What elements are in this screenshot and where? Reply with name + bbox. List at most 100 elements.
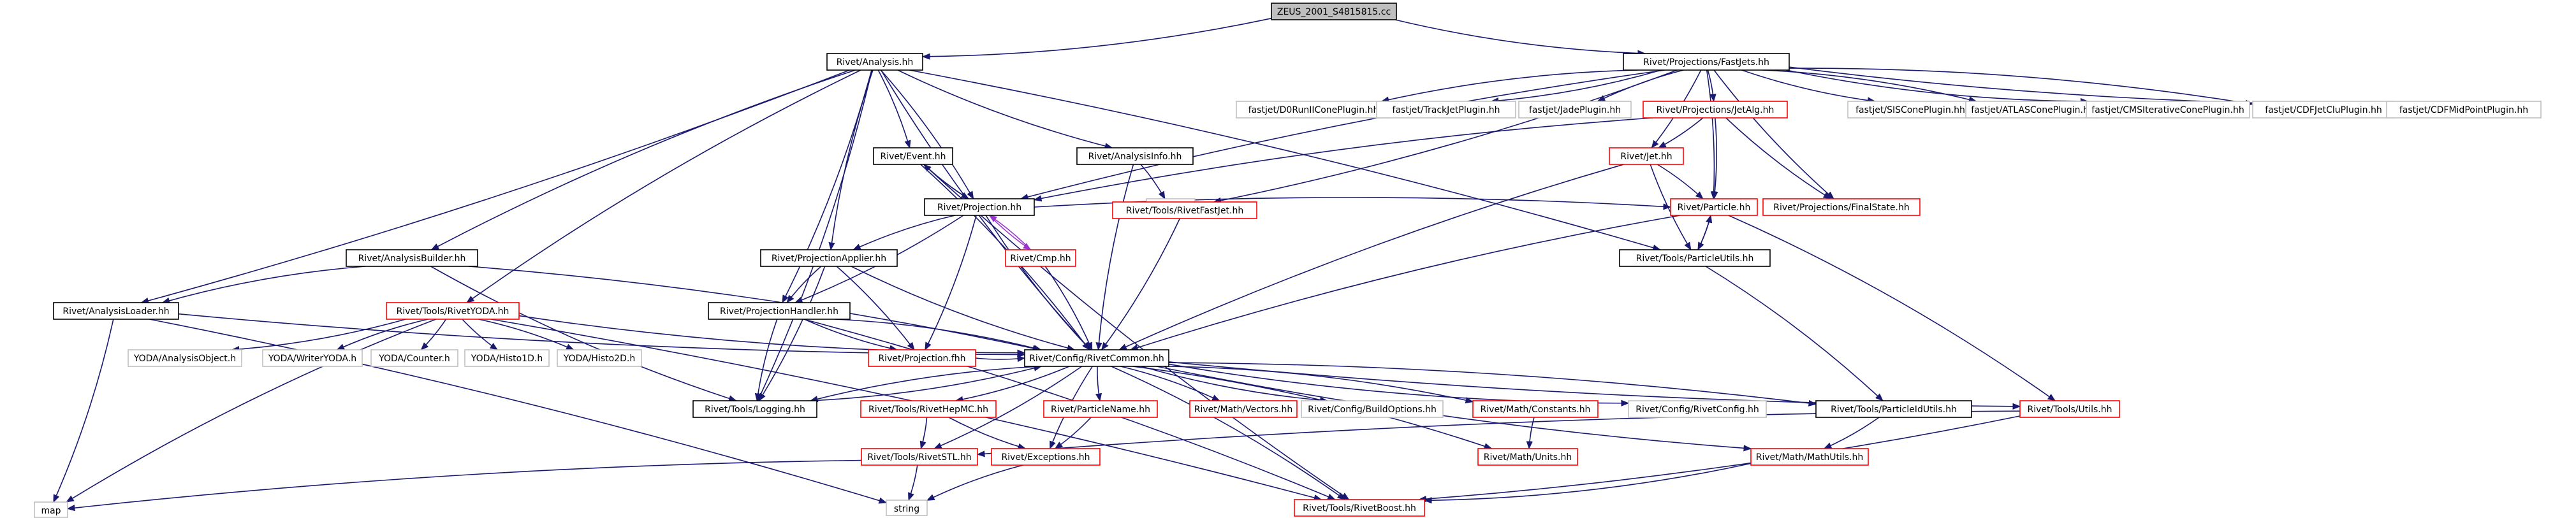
node-analysis[interactable]: Rivet/Analysis.hh (826, 53, 923, 71)
node-vectors[interactable]: Rivet/Math/Vectors.hh (1189, 400, 1298, 418)
edge-cmp-to-rivetcommon (1044, 266, 1093, 351)
node-cmp[interactable]: Rivet/Cmp.hh (1005, 249, 1076, 267)
node-label: Rivet/Analysis.hh (837, 57, 914, 68)
node-label: Rivet/Math/Vectors.hh (1194, 405, 1293, 415)
node-jade: fastjet/JadePlugin.hh (1518, 101, 1632, 119)
node-rivetcommon[interactable]: Rivet/Config/RivetCommon.hh (1024, 349, 1169, 367)
node-label: Rivet/AnalysisInfo.hh (1088, 152, 1182, 162)
edge-rivethepmc-to-rivetstl (919, 417, 928, 450)
node-mathutils[interactable]: Rivet/Math/MathUtils.hh (1750, 448, 1869, 466)
node-particleidutils[interactable]: Rivet/Tools/ParticleIdUtils.hh (1815, 400, 1972, 418)
node-jet[interactable]: Rivet/Jet.hh (1609, 147, 1684, 165)
node-box (1294, 499, 1425, 517)
node-rivetstl[interactable]: Rivet/Tools/RivetSTL.hh (861, 448, 978, 466)
node-logging[interactable]: Rivet/Tools/Logging.hh (692, 400, 817, 418)
node-label: Rivet/Projections/FastJets.hh (1643, 57, 1769, 68)
node-rivetconfig: Rivet/Config/RivetConfig.hh (1628, 400, 1767, 418)
edge-projhandler-to-logging (754, 319, 778, 402)
node-yodahisto2d: YODA/Histo2D.h (557, 349, 642, 367)
node-label: map (41, 506, 61, 516)
node-label: Rivet/ParticleName.hh (1051, 405, 1150, 415)
node-box (346, 249, 478, 267)
edge-particle-to-rivetcommon (1129, 215, 1681, 351)
node-mathunits[interactable]: Rivet/Math/Units.hh (1477, 448, 1578, 466)
edge-particleutils-to-particleidutils (1705, 266, 1884, 401)
node-particle[interactable]: Rivet/Particle.hh (1670, 198, 1758, 216)
node-label: Rivet/Tools/RivetHepMC.hh (868, 405, 988, 415)
node-rivethepmc[interactable]: Rivet/Tools/RivetHepMC.hh (860, 400, 997, 418)
edge-analysis-to-projapplier (828, 69, 874, 251)
edge-fastjets-to-trackjet (1490, 69, 1662, 104)
node-label: Rivet/Tools/Logging.hh (705, 405, 805, 415)
node-finalstate[interactable]: Rivet/Projections/FinalState.hh (1762, 198, 1921, 216)
node-exceptions[interactable]: Rivet/Exceptions.hh (991, 448, 1101, 466)
edge-rivetyoda-to-map (66, 319, 437, 503)
node-rivetboost[interactable]: Rivet/Tools/RivetBoost.hh (1294, 499, 1425, 517)
edge-jetalg-to-finalstate (1725, 117, 1832, 199)
node-fastjets[interactable]: Rivet/Projections/FastJets.hh (1623, 53, 1790, 71)
node-label: fastjet/JadePlugin.hh (1529, 105, 1621, 115)
node-analysisbuilder[interactable]: Rivet/AnalysisBuilder.hh (346, 249, 478, 267)
node-box (1619, 249, 1771, 267)
edge-rivetstl-to-string (908, 464, 918, 501)
edge-constants-to-mathunits (1526, 417, 1535, 450)
node-projectionfhh[interactable]: Rivet/Projection.fhh (868, 349, 976, 367)
node-constants[interactable]: Rivet/Math/Constants.hh (1472, 400, 1599, 418)
node-event[interactable]: Rivet/Event.hh (873, 147, 953, 165)
edge-projapplier-to-projectionfhh (836, 266, 915, 351)
node-box (708, 302, 851, 320)
node-label: fastjet/CDFMidPointPlugin.hh (2399, 105, 2528, 115)
edge-projectionfhh-to-rivetcommon (975, 356, 1026, 363)
edge-rivethepmc-to-exceptions (948, 417, 1027, 450)
node-label: Rivet/Jet.hh (1620, 152, 1672, 162)
edge-analysisbuilder-to-logging (430, 266, 737, 402)
edge-rivetfastjet-to-rivetcommon (1101, 218, 1181, 351)
node-siscone: fastjet/SISConePlugin.hh (1847, 101, 1973, 119)
edges-layer (53, 18, 2388, 512)
node-box (464, 349, 550, 367)
node-box (128, 349, 242, 367)
node-box (1965, 101, 2100, 119)
node-box (1518, 101, 1632, 119)
edge-root-to-fastjets (1394, 19, 1646, 57)
node-label: Rivet/Config/RivetCommon.hh (1029, 354, 1164, 364)
node-particlename[interactable]: Rivet/ParticleName.hh (1043, 400, 1158, 418)
node-label: Rivet/Projection.hh (937, 203, 1021, 213)
node-projhandler[interactable]: Rivet/ProjectionHandler.hh (708, 302, 851, 320)
node-box (991, 448, 1101, 466)
edge-projection-to-rivetcommon (985, 215, 1091, 350)
node-jetalg[interactable]: Rivet/Projections/JetAlg.hh (1643, 101, 1788, 119)
edge-analysisloader-to-map (53, 319, 114, 503)
node-label: Rivet/Cmp.hh (1010, 254, 1071, 264)
edge-mathutils-to-rivetboost (1423, 463, 1752, 504)
node-label: Rivet/Math/Units.hh (1484, 452, 1572, 463)
edge-cmp-to-projection (988, 215, 1031, 250)
edge-jet-to-particleutils (1650, 164, 1692, 251)
node-analysisinfo[interactable]: Rivet/AnalysisInfo.hh (1076, 147, 1194, 165)
edge-analysis-to-analysisinfo (897, 69, 1113, 150)
node-rivetfastjet[interactable]: Rivet/Tools/RivetFastJet.hh (1112, 201, 1257, 219)
edge-projection-to-cmp (989, 215, 1032, 250)
node-string: string (886, 500, 928, 516)
node-box (1189, 400, 1298, 418)
edge-fastjets-to-jetalg (1707, 69, 1716, 103)
edge-rivetcommon-to-rivetboost (1111, 366, 1346, 500)
node-box (1815, 400, 1972, 418)
edge-rivetyoda-to-yodaobj (231, 319, 406, 353)
node-particleutils[interactable]: Rivet/Tools/ParticleUtils.hh (1619, 249, 1771, 267)
edge-fastjets-to-finalstate (1713, 69, 1834, 199)
node-toolsutils[interactable]: Rivet/Tools/Utils.hh (2019, 400, 2120, 418)
node-box (860, 400, 997, 418)
node-box (1301, 400, 1444, 418)
edge-particlename-to-exceptions (1054, 417, 1092, 449)
node-projapplier[interactable]: Rivet/ProjectionApplier.hh (760, 249, 898, 267)
edge-rivetcommon-to-mathutils (1156, 366, 1752, 452)
node-rivetyoda[interactable]: Rivet/Tools/RivetYODA.hh (386, 302, 520, 320)
node-projection[interactable]: Rivet/Projection.hh (924, 198, 1035, 216)
node-analysisloader[interactable]: Rivet/AnalysisLoader.hh (53, 302, 179, 320)
node-yodahisto1d: YODA/Histo1D.h (464, 349, 550, 367)
edge-analysisbuilder-to-analysisloader (161, 266, 366, 304)
node-box (1076, 147, 1194, 165)
edge-fastjets-to-particle (1706, 69, 1717, 200)
